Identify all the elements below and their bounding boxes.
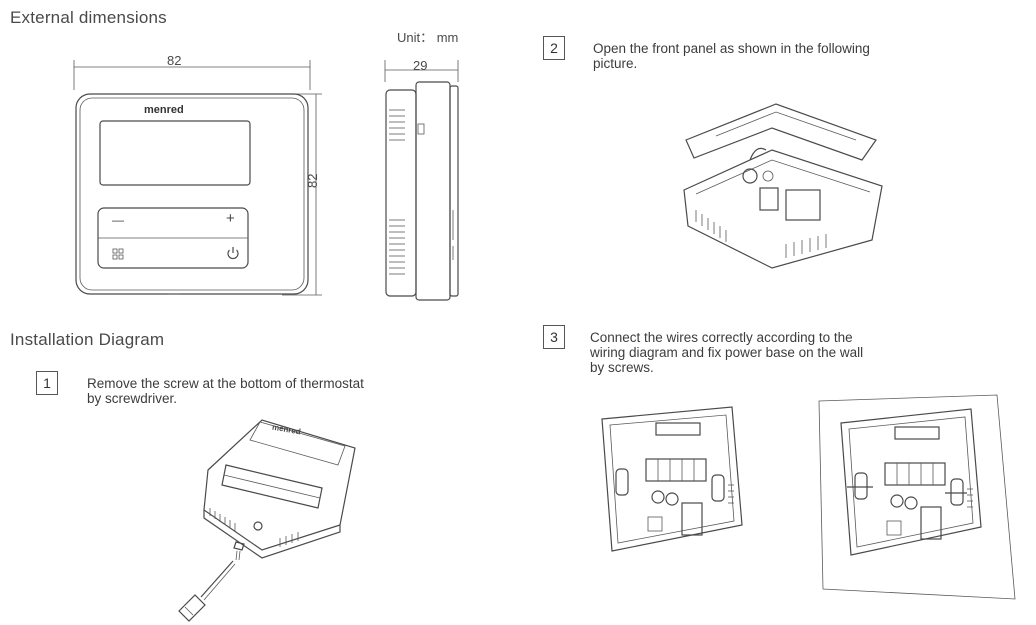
step-3-text: Connect the wires correctly according to… (590, 330, 863, 375)
unit-label: Unit： mm (397, 30, 459, 45)
step-2-text: Open the front panel as shown in the fol… (593, 41, 870, 71)
plus-button: + (226, 210, 235, 227)
side-depth-label: 29 (413, 58, 428, 73)
step-2-line-1: Open the front panel as shown in the fol… (593, 41, 870, 56)
step-1-line-1: Remove the screw at the bottom of thermo… (87, 376, 364, 391)
step-3-line-2: wiring diagram and fix power base on the… (590, 345, 864, 360)
power-base-drawing (601, 406, 743, 552)
installation-heading: Installation Diagram (10, 330, 165, 349)
step-1-text: Remove the screw at the bottom of thermo… (87, 376, 364, 406)
wall-mount-drawing (818, 394, 1016, 600)
step-3-line-3: by screws. (590, 360, 654, 375)
grid-icon (112, 248, 124, 260)
screwdriver-icon (178, 560, 236, 622)
step-3-line-1: Connect the wires correctly according to… (590, 330, 853, 345)
step-2-line-2: picture. (593, 56, 638, 71)
thermostat-with-screwdriver-drawing (203, 419, 356, 559)
step-1-line-2: by screwdriver. (87, 391, 178, 406)
step-2-number: 2 (543, 36, 565, 60)
front-view-drawing (73, 60, 322, 296)
external-dimensions-heading: External dimensions (10, 8, 167, 27)
front-width-label: 82 (167, 53, 182, 68)
screw-icon (233, 541, 245, 561)
step-3-number: 3 (543, 325, 565, 349)
open-panel-drawing (683, 103, 883, 269)
side-view-drawing (384, 60, 459, 301)
step-1-number: 1 (36, 371, 58, 395)
front-height-label: 82 (305, 173, 320, 188)
minus-button: — (112, 213, 124, 227)
brand-logo: menred (144, 104, 184, 116)
power-icon (227, 247, 239, 260)
